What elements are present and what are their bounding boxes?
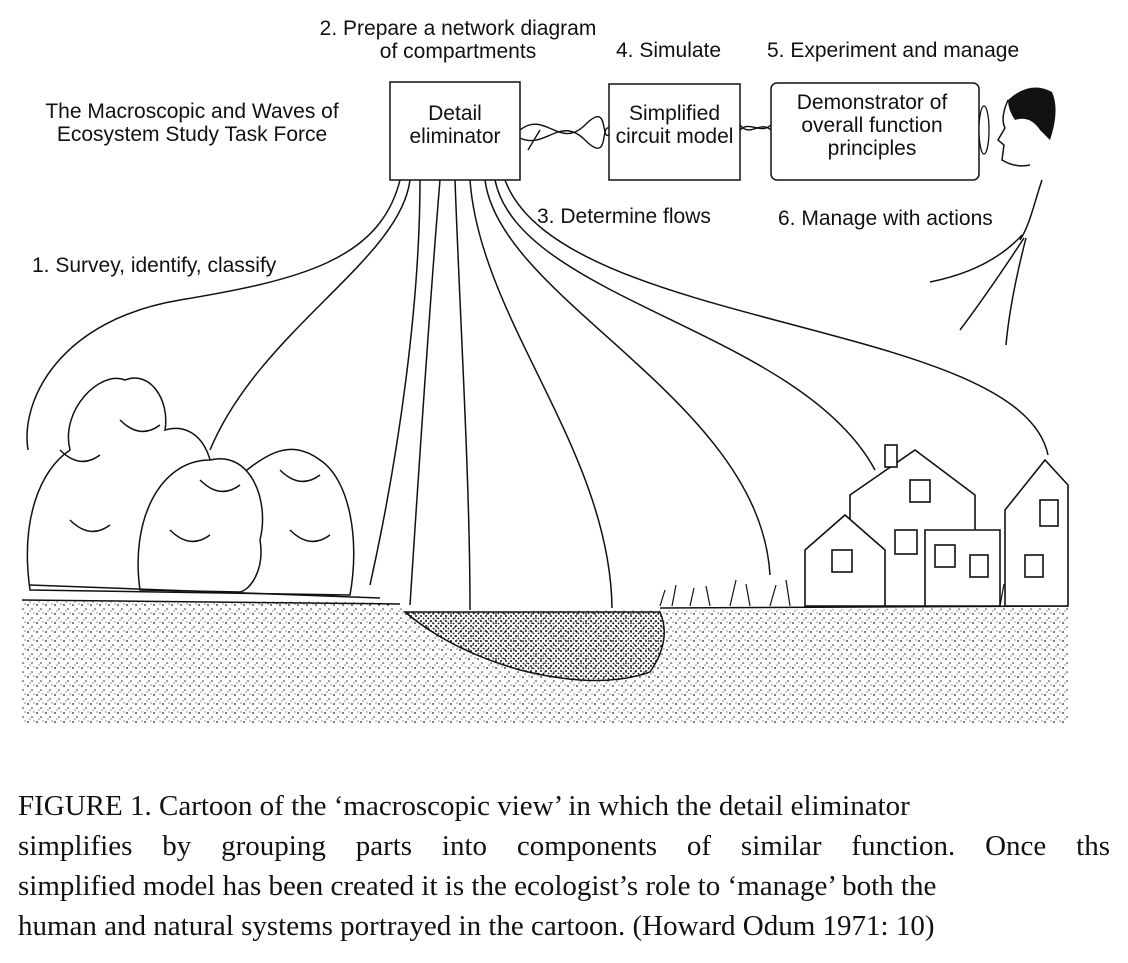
box-line: eliminator (409, 125, 501, 148)
box-line: Simplified (628, 102, 721, 125)
box-line: circuit model (615, 125, 734, 148)
box-line: Detail (428, 102, 482, 125)
step3-label: 3. Determine flows (537, 205, 711, 228)
cartoon-drawing (21, 81, 1069, 725)
circuit-model-label: Simplified circuit model (609, 102, 740, 148)
caption-line: FIGURE 1. Cartoon of the ‘macroscopic vi… (18, 790, 910, 822)
detail-eliminator-label: Detail eliminator (390, 102, 520, 148)
step2-label: 2. Prepare a network diagram of compartm… (290, 17, 626, 63)
caption-line: simplifies by grouping parts into compon… (18, 830, 1110, 862)
pond (402, 611, 665, 682)
demonstrator-label: Demonstrator of overall function princip… (771, 91, 973, 160)
box-line: overall function (801, 114, 943, 137)
task-force-line1: The Macroscopic and Waves of (45, 100, 339, 123)
circuit-model-box (608, 83, 741, 181)
flow-lines (26, 179, 1049, 611)
step4-label: 4. Simulate (616, 39, 722, 62)
task-force-label: The Macroscopic and Waves of Ecosystem S… (18, 100, 366, 146)
box-line: principles (827, 137, 917, 160)
task-force-line2: Ecosystem Study Task Force (56, 123, 328, 146)
step1-label: 1. Survey, identify, classify (32, 254, 277, 277)
step2-line2: of compartments (379, 40, 537, 63)
box-line: Demonstrator of (796, 91, 948, 114)
ecologist-head-icon (997, 87, 1056, 167)
connector-cables (519, 116, 772, 151)
caption-line: simplified model has been created it is … (18, 870, 937, 902)
houses (804, 444, 1069, 607)
step2-line1: 2. Prepare a network diagram (319, 17, 597, 40)
caption-line: human and natural systems portrayed in t… (18, 910, 935, 942)
step6-label: 6. Manage with actions (778, 207, 993, 230)
forest (26, 377, 381, 599)
step5-label: 5. Experiment and manage (767, 39, 1020, 62)
